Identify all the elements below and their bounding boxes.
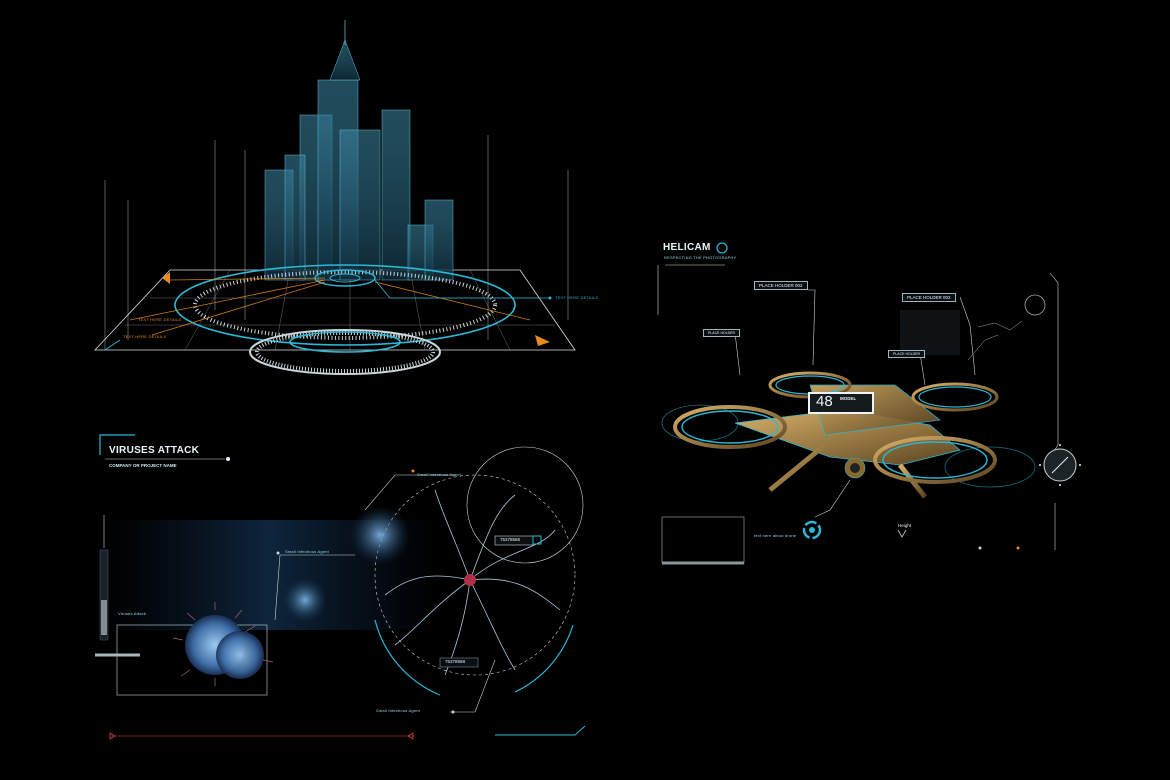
drone-placeholder-2: PLACE HOLDER 002 <box>902 293 956 302</box>
city-label-left-1: TEXT HERE DETAILS <box>138 317 182 322</box>
drone-subtitle: RESPECTING THE PHOTOGRAPHY <box>664 255 737 260</box>
virus-title: VIRUSES ATTACK <box>109 445 200 456</box>
virus-tag-c: Small Infectious Agent <box>376 708 420 713</box>
drone-panel: HELICAM RESPECTING THE PHOTOGRAPHY PLACE… <box>650 235 1090 575</box>
virus-tag-b: Small Infectious Agent <box>417 472 461 477</box>
virus-subtitle: COMPANY OR PROJECT NAME <box>109 463 177 468</box>
target-ring-icon <box>802 520 822 540</box>
city-label-left-2: TEXT HERE DETAILS <box>123 334 167 339</box>
drone-model-label: MODEL <box>840 396 857 401</box>
city-hologram-panel: TEXT HERE DETAILS TEXT HERE DETAILS TEXT… <box>90 20 598 390</box>
drone-big-number: 48 <box>816 393 833 410</box>
virus-particle <box>185 615 264 679</box>
virus-code-bottom: 75378568 <box>445 659 466 664</box>
virus-tag-a: Small Infectious Agent <box>285 549 329 554</box>
virus-side-label: Viruses Attack <box>118 611 147 616</box>
city-hologram-graphic <box>94 20 576 375</box>
drone-placeholder-3: PLACE HOLDER <box>703 329 741 337</box>
drone-placeholder-4: PLACE HOLDER <box>888 350 926 358</box>
drone-graphic <box>657 242 1081 565</box>
virus-code-top: 75378568 <box>500 537 521 542</box>
virus-panel: VIRUSES ATTACK COMPANY OR PROJECT NAME 7… <box>95 430 595 750</box>
drone-placeholder-1: PLACE HOLDER 002 <box>754 281 808 290</box>
compass-icon <box>1039 444 1081 486</box>
neuron-cell <box>384 489 561 676</box>
virus-graphic <box>95 434 586 740</box>
drone-height-label: Height <box>898 523 912 528</box>
height-arrow-icon <box>897 529 907 538</box>
city-label-right: TEXT HERE DETAILS <box>555 295 599 300</box>
drone-title: HELICAM <box>663 242 711 253</box>
drone-bottom-text: text here about drone <box>754 533 797 538</box>
